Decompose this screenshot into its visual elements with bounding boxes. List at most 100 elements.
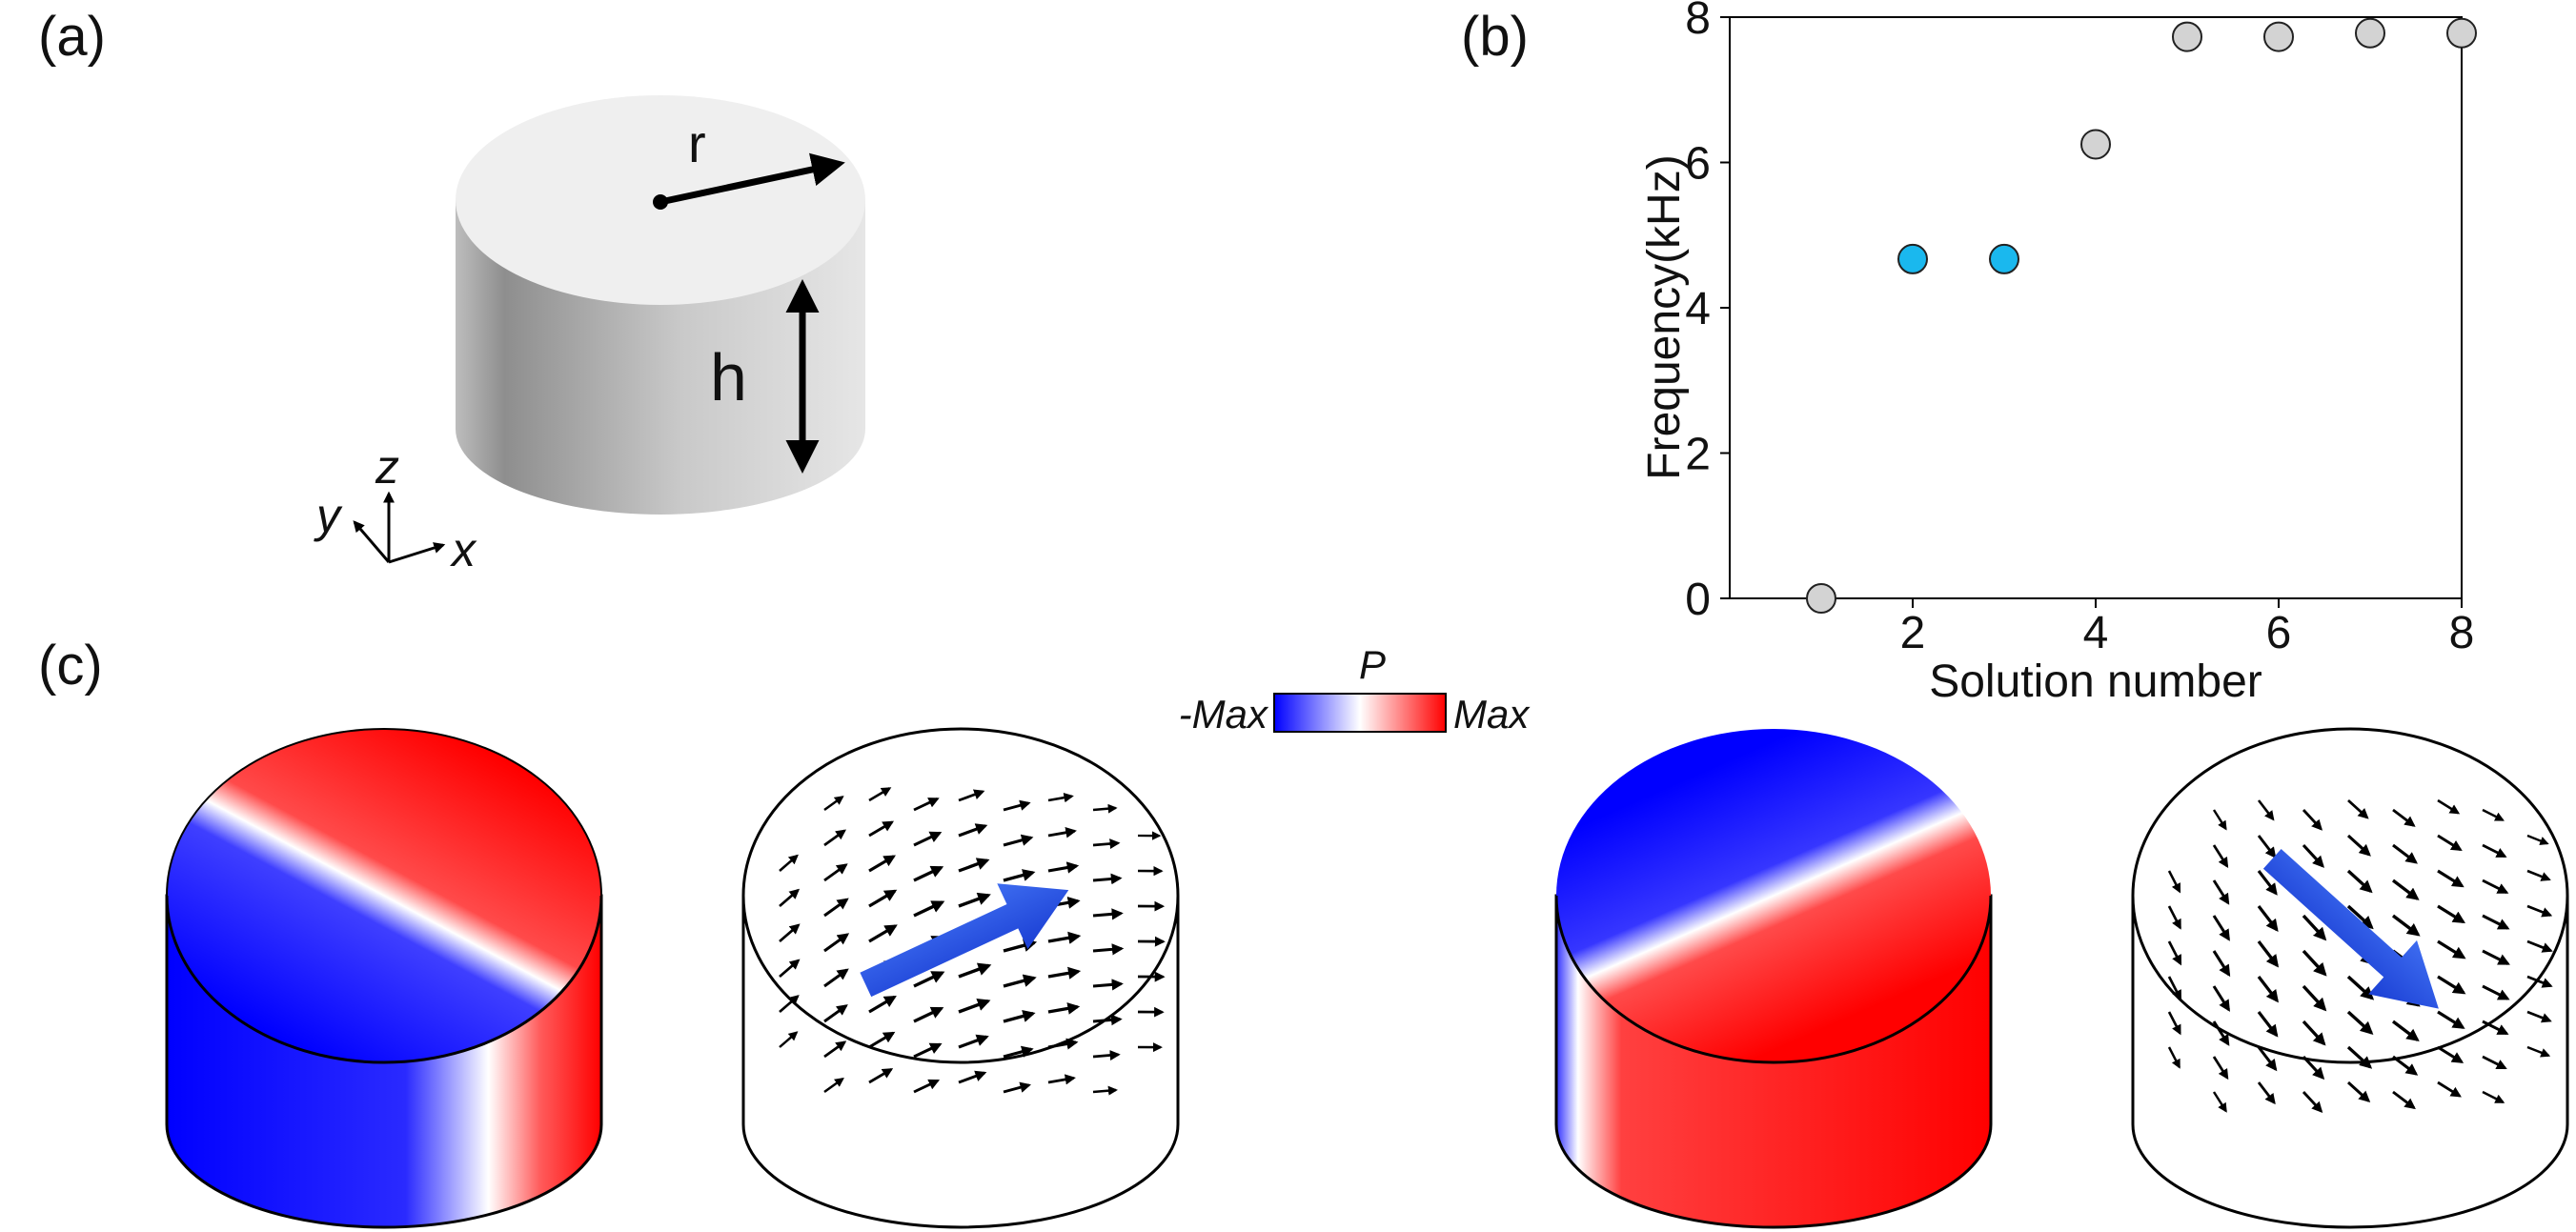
velocity-vector (2167, 1046, 2180, 1069)
y-axis-arrow (353, 520, 391, 563)
velocity-vector (868, 787, 892, 802)
velocity-vector (1003, 799, 1031, 812)
velocity-vector (823, 1004, 848, 1023)
velocity-vector (958, 1034, 989, 1049)
colorbar-gradient (1273, 693, 1447, 733)
y-tick-label: 2 (1685, 430, 1711, 480)
velocity-vector (1092, 838, 1121, 849)
velocity-vector (868, 855, 896, 873)
velocity-vector (2482, 1090, 2505, 1103)
velocity-vector (2212, 879, 2230, 905)
velocity-vector (958, 1070, 987, 1084)
velocity-vector (2302, 843, 2324, 868)
velocity-vector (913, 971, 945, 988)
velocity-vector (2212, 915, 2230, 941)
velocity-vector (823, 933, 850, 953)
velocity-vector (958, 858, 990, 873)
velocity-vector (2257, 835, 2277, 858)
colorbar-max-label: Max (1453, 692, 1531, 737)
coordinate-axes: z x y (314, 440, 477, 576)
data-point-highlighted (1989, 243, 2019, 274)
velocity-vector (958, 892, 991, 908)
velocity-vector (868, 889, 898, 908)
pressure-field-mode-1 (165, 728, 603, 1229)
y-axis-title: Frequency(kHz) (1639, 154, 1690, 479)
velocity-vector (1047, 966, 1082, 980)
data-point (2446, 17, 2477, 49)
velocity-vector (823, 1077, 844, 1094)
velocity-vector (2302, 1055, 2325, 1081)
velocity-vector (2257, 905, 2279, 932)
velocity-vector (2392, 808, 2416, 827)
velocity-vector (2526, 939, 2553, 953)
velocity-vector (2437, 1010, 2465, 1029)
velocity-vector (913, 1042, 943, 1059)
velocity-vector (2392, 1055, 2419, 1076)
velocity-vector (2302, 914, 2327, 941)
x-axis-label: x (450, 523, 477, 576)
velocity-vector (2302, 949, 2327, 977)
velocity-vector (1047, 861, 1080, 874)
y-tick-label: 0 (1685, 575, 1711, 625)
x-axis-arrow (388, 542, 446, 564)
velocity-vector (913, 798, 940, 812)
velocity-vector (2346, 904, 2374, 930)
data-point (1806, 583, 1836, 614)
velocity-vector (823, 898, 849, 918)
panel-label-b: (b) (1461, 6, 1529, 68)
velocity-vector (2302, 809, 2323, 831)
velocity-vector (1092, 908, 1124, 920)
velocity-vector (823, 863, 848, 882)
velocity-field-mode-1 (741, 727, 1180, 1229)
velocity-vector (2482, 843, 2507, 858)
z-axis-label: z (375, 440, 399, 494)
velocity-vector (2346, 869, 2373, 894)
velocity-vector (2437, 939, 2466, 959)
y-tick-label: 8 (1685, 0, 1711, 44)
velocity-vector (2212, 1020, 2230, 1046)
velocity-vector (823, 796, 844, 811)
velocity-vector (1092, 1014, 1123, 1026)
velocity-vector (2212, 809, 2227, 831)
velocity-vector (2437, 798, 2461, 815)
velocity-vector (779, 959, 801, 979)
velocity-vector (868, 1031, 896, 1049)
panel-label-a: (a) (38, 6, 106, 68)
velocity-vector (2167, 870, 2181, 894)
height-label: h (710, 340, 747, 414)
velocity-vector (913, 900, 945, 918)
velocity-vector (779, 1031, 799, 1048)
velocity-vector (2257, 1081, 2276, 1105)
velocity-vector (2302, 1091, 2323, 1114)
velocity-vector (2302, 1020, 2326, 1046)
radius-arrow (659, 152, 845, 206)
velocity-vector (823, 829, 847, 847)
velocity-vector (2346, 1045, 2373, 1069)
velocity-vector (913, 1006, 944, 1023)
velocity-vector (958, 823, 988, 838)
velocity-vector (779, 888, 801, 908)
radius-label: r (688, 113, 706, 173)
velocity-vector (2212, 1056, 2229, 1081)
colorbar: P -Max Max (1179, 642, 1531, 737)
velocity-vector (779, 854, 799, 872)
velocity-vector (1003, 869, 1036, 882)
velocity-vector (1092, 803, 1118, 814)
velocity-vector (1092, 1085, 1118, 1096)
velocity-vector (2482, 1020, 2509, 1036)
x-tick-label: 6 (2266, 608, 2292, 658)
velocity-vector (1003, 974, 1037, 988)
velocity-vector (2167, 905, 2181, 930)
velocity-field-mode-2 (2131, 727, 2569, 1229)
velocity-vector (2437, 869, 2464, 888)
velocity-vector (2346, 834, 2371, 857)
velocity-vector (2212, 1091, 2227, 1113)
data-point (2172, 21, 2202, 52)
velocity-vector (2526, 1045, 2551, 1058)
velocity-vector (2392, 1090, 2416, 1110)
velocity-vector (2347, 798, 2369, 819)
velocity-vector (2257, 1011, 2279, 1038)
velocity-vector (2391, 914, 2421, 937)
velocity-vector (2346, 1010, 2374, 1035)
